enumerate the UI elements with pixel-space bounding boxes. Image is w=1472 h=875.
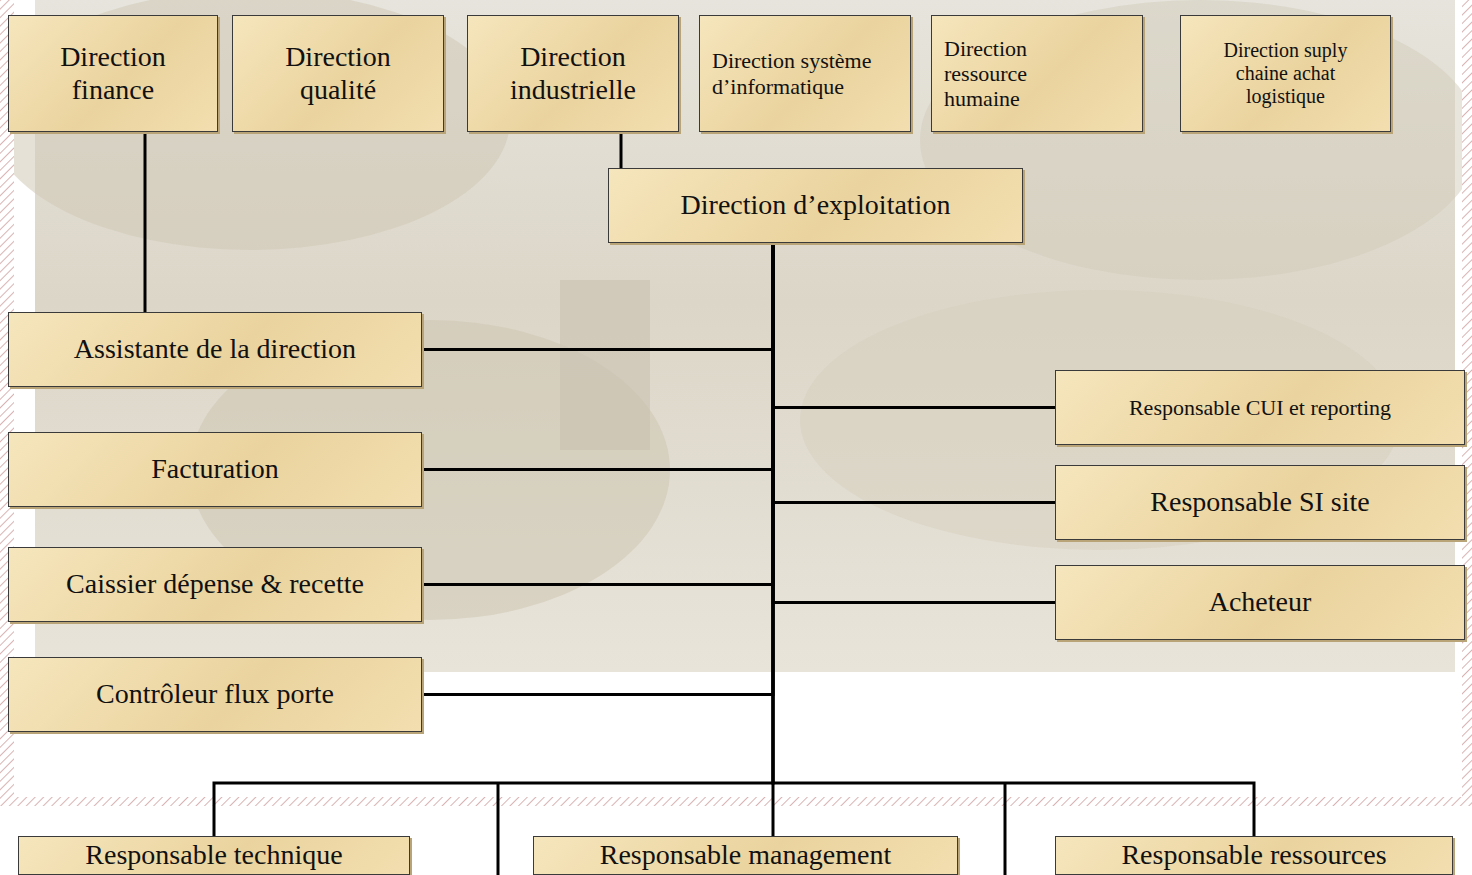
box-label: Direction suply chaine achat logistique <box>1211 39 1361 108</box>
branch-line <box>1004 783 1007 875</box>
org-box: Acheteur <box>1055 565 1465 640</box>
box-label: Responsable SI site <box>1150 486 1369 518</box>
box-label: Caissier dépense & recette <box>66 568 364 600</box>
org-box: Direction suply chaine achat logistique <box>1180 15 1391 132</box>
org-connector <box>773 243 1055 603</box>
box-label: Direction d’exploitation <box>681 189 951 221</box>
box-label: Acheteur <box>1209 586 1312 618</box>
photo-tree <box>0 0 510 250</box>
org-box: Direction qualité <box>232 15 444 132</box>
box-label: Direction ressource humaine <box>944 36 1104 112</box>
org-box: Responsable SI site <box>1055 465 1465 540</box>
org-box: Direction ressource humaine <box>931 15 1143 132</box>
org-box: Contrôleur flux porte <box>8 657 422 732</box>
photo-door <box>560 280 650 450</box>
org-box: Responsable management <box>533 836 958 875</box>
org-box: Direction industrielle <box>467 15 679 132</box>
org-box: Responsable ressources <box>1055 836 1453 875</box>
org-connector <box>422 243 773 470</box>
org-box: Responsable technique <box>18 836 410 875</box>
org-connector <box>144 132 147 312</box>
box-label: Responsable ressources <box>1121 839 1386 871</box>
org-box: Responsable CUI et reporting <box>1055 370 1465 445</box>
org-box: Direction finance <box>8 15 218 132</box>
org-connector <box>422 243 773 350</box>
box-label: Direction système d’informatique <box>712 48 882 99</box>
frame-border <box>0 797 1472 806</box>
box-label: Direction finance <box>23 41 203 105</box>
org-connector <box>422 243 773 695</box>
org-connector <box>422 243 773 585</box>
box-label: Facturation <box>151 453 279 485</box>
box-label: Responsable management <box>600 839 892 871</box>
org-box: Caissier dépense & recette <box>8 547 422 622</box>
box-label: Assistante de la direction <box>74 333 356 365</box>
org-connector <box>773 243 1055 408</box>
box-label: Responsable technique <box>85 839 342 871</box>
org-box: Direction d’exploitation <box>608 168 1023 243</box>
org-box: Direction système d’informatique <box>699 15 911 132</box>
box-label: Responsable CUI et reporting <box>1129 395 1391 420</box>
org-connector <box>620 132 623 168</box>
org-box: Assistante de la direction <box>8 312 422 387</box>
org-connector <box>773 243 1055 503</box>
box-label: Contrôleur flux porte <box>96 678 334 710</box>
box-label: Direction qualité <box>248 41 428 105</box>
org-box: Facturation <box>8 432 422 507</box>
branch-line <box>497 783 500 875</box>
box-label: Direction industrielle <box>480 41 666 105</box>
